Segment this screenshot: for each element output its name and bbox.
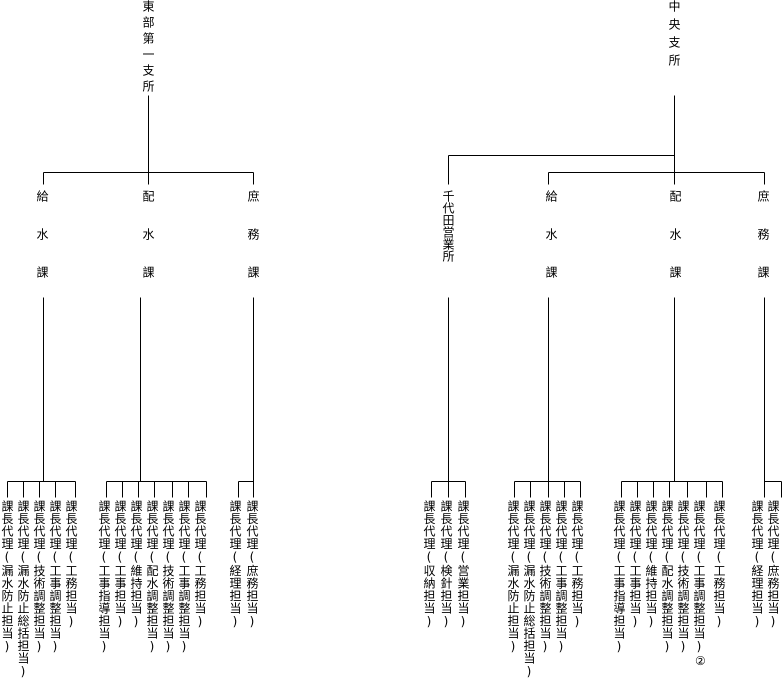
role-label: 課長代理(維持担当) [644,500,658,629]
role-label: 課長代理(経理担当) [750,500,764,629]
role-label: 課長代理(庶務担当) [245,500,259,629]
role-label: 課長代理(工事調整担当) [177,500,191,654]
role-label: 課長代理(技術調整担当) [538,500,552,654]
role-label: 課長代理(漏水防止担当) [506,500,520,654]
role-label: 課長代理(収納担当) [422,500,436,629]
role-label: 課長代理(漏水防止総括担当) [16,500,30,679]
role-label: 課長代理(配水調整担当) [660,500,674,654]
department-name: 配水課 [141,190,155,304]
role-label: 課長代理(工務担当) [193,500,207,629]
role-label: 課長代理(技術調整担当) [32,500,46,654]
role-label: 課長代理(検針担当) [439,500,453,629]
role-label: 課長代理(工務担当) [570,500,584,629]
role-label: 課長代理(工務担当) [64,500,78,629]
department-name: 庶務課 [246,190,260,304]
department-name: 千代田営業所 [441,190,455,262]
role-label: 課長代理(工事担当) [113,500,127,629]
role-label: 課長代理(庶務担当) [766,500,780,629]
role-label: 課長代理(経理担当) [228,500,242,629]
role-label: 課長代理(工事担当) [628,500,642,629]
org-name: 東部第一支所 [141,0,155,96]
role-label: 課長代理(配水調整担当) [145,500,159,654]
department-name: 配水課 [668,190,682,304]
role-label: 課長代理(工務担当) [712,500,726,629]
role-label: 課長代理(工事調整担当) [48,500,62,654]
department-name: 給水課 [35,190,49,304]
role-label: 課長代理(技術調整担当) [676,500,690,654]
department-name: 給水課 [544,190,558,304]
role-label: 課長代理(工事指導担当) [97,500,111,654]
department-name: 庶務課 [756,190,770,304]
role-label: 課長代理(工事指導担当) [612,500,626,654]
circled-number-mark: ② [695,654,706,668]
role-label: 課長代理(維持担当) [129,500,143,629]
role-label: 課長代理(漏水防止担当) [0,500,14,654]
role-label: 課長代理(工事調整担当) [692,500,706,654]
org-name: 中央支所 [667,0,681,72]
role-label: 課長代理(技術調整担当) [161,500,175,654]
role-label: 課長代理(営業担当) [456,500,470,629]
role-label: 課長代理(工事調整担当) [554,500,568,654]
role-label: 課長代理(漏水防止総括担当) [522,500,536,679]
